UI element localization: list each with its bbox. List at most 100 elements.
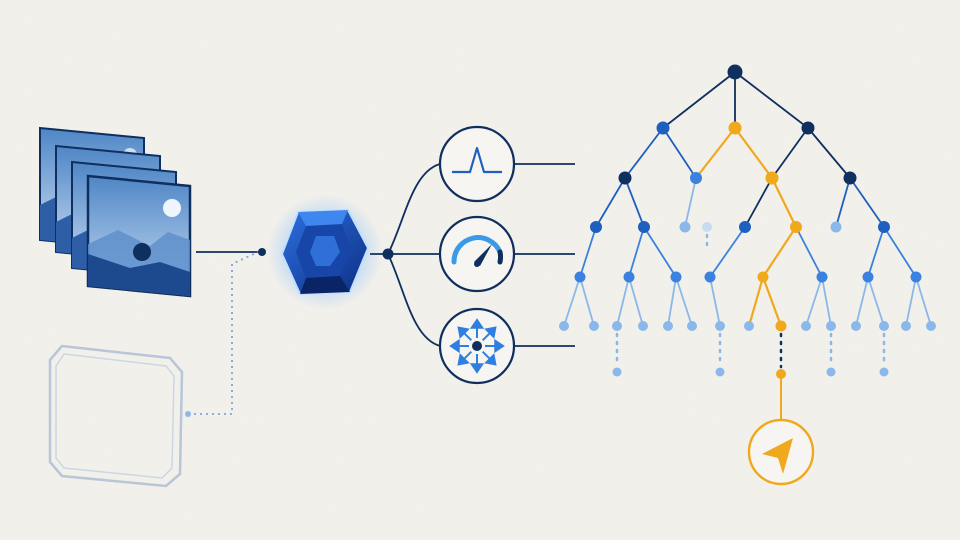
image-ball: [133, 243, 151, 261]
tree-node: [801, 321, 811, 331]
expand-arrow-head: [457, 353, 470, 366]
empty-octagon-frame-icon: [48, 344, 184, 488]
tree-edge: [675, 276, 693, 327]
tree-node: [801, 121, 815, 135]
search-tree: [559, 64, 936, 379]
tree-node: [830, 221, 842, 233]
tree-node: [670, 271, 682, 283]
expand-arrow-head: [494, 338, 505, 354]
tree-node: [704, 271, 716, 283]
tree-edge: [628, 226, 645, 278]
tree-node: [901, 321, 911, 331]
tree-edge: [915, 276, 932, 327]
tree-edge: [616, 276, 630, 327]
tree-edge: [747, 276, 765, 327]
tree-node: [826, 321, 836, 331]
tree-node: [715, 321, 725, 331]
tree-edge: [643, 226, 677, 278]
tree-node: [687, 321, 697, 331]
tree-node-highlighted: [757, 271, 769, 283]
tree-node: [878, 221, 890, 233]
tree-edge: [624, 177, 645, 228]
tree-edge: [835, 177, 851, 228]
tree-edge: [867, 226, 885, 278]
tree-edge: [762, 226, 797, 278]
tree-node: [690, 172, 702, 184]
tree-edge: [579, 226, 597, 278]
tree-node: [702, 222, 712, 232]
tree-edge: [628, 276, 644, 327]
tree-node: [739, 221, 751, 233]
tree-node: [679, 221, 691, 233]
pulse-peak-icon: [438, 125, 516, 203]
tree-node: [879, 367, 889, 377]
tree-node: [612, 367, 622, 377]
tree-node: [826, 367, 836, 377]
tree-edge: [807, 127, 851, 179]
tree-edge: [684, 177, 697, 228]
tree-node-highlighted: [776, 369, 786, 379]
tree-edge: [695, 127, 736, 179]
tree-node: [663, 321, 673, 331]
tree-edge: [744, 177, 773, 228]
tree-node: [638, 221, 650, 233]
expand-arrows-icon: [438, 307, 516, 385]
tree-node: [638, 321, 648, 331]
tree-edge: [805, 276, 823, 327]
tree-edge: [905, 276, 917, 327]
tree-edge: [595, 177, 626, 228]
tree-edge: [855, 276, 869, 327]
branch-to-head-3: [387, 253, 441, 347]
expand-arrow-head: [484, 326, 497, 339]
tree-node: [590, 221, 602, 233]
expand-arrow-head: [449, 338, 460, 354]
tree-edge: [867, 276, 885, 327]
navigation-arrow-icon: [747, 418, 815, 486]
tree-node: [910, 271, 922, 283]
tree-node-highlighted: [765, 171, 779, 185]
tree-node: [862, 271, 874, 283]
tree-node: [618, 171, 632, 185]
tree-node: [589, 321, 599, 331]
tree-edge: [821, 276, 832, 327]
tree-node: [851, 321, 861, 331]
tree-node: [656, 121, 670, 135]
tree-node: [744, 321, 754, 331]
tree-edge: [667, 276, 677, 327]
tree-edge: [709, 276, 721, 327]
tree-edge: [662, 127, 697, 179]
tree-edge: [849, 177, 885, 228]
tree-edge: [734, 71, 809, 129]
tree-edge: [662, 71, 736, 129]
tree-edge: [579, 276, 595, 327]
tree-node: [816, 271, 828, 283]
tree-edge: [624, 127, 664, 179]
tree-edge: [795, 226, 823, 278]
image-sun: [163, 199, 181, 217]
tree-node: [715, 367, 725, 377]
tree-edge: [563, 276, 581, 327]
tree-edge: [771, 177, 797, 228]
tree-edge: [771, 127, 809, 179]
frame-port: [185, 411, 191, 417]
tree-node-highlighted: [790, 221, 802, 233]
branch-to-head-1: [387, 163, 441, 255]
encoder-input-node: [258, 248, 266, 256]
tree-node: [727, 64, 743, 80]
expand-arrow-head: [469, 318, 485, 329]
landscape-image-stack-icon: [39, 126, 192, 298]
tree-node: [574, 271, 586, 283]
tree-node-highlighted: [728, 121, 742, 135]
tree-edge: [709, 226, 746, 278]
tree-node: [612, 321, 622, 331]
tree-node: [879, 321, 889, 331]
tree-edge: [761, 276, 783, 327]
speed-gauge-icon: [438, 215, 516, 293]
tree-edge: [883, 226, 917, 278]
tree-node: [843, 171, 857, 185]
blue-gem-hexagon-icon: [267, 194, 383, 310]
expand-arrow-head: [457, 326, 470, 339]
tree-edge: [734, 127, 773, 179]
tree-node: [559, 321, 569, 331]
